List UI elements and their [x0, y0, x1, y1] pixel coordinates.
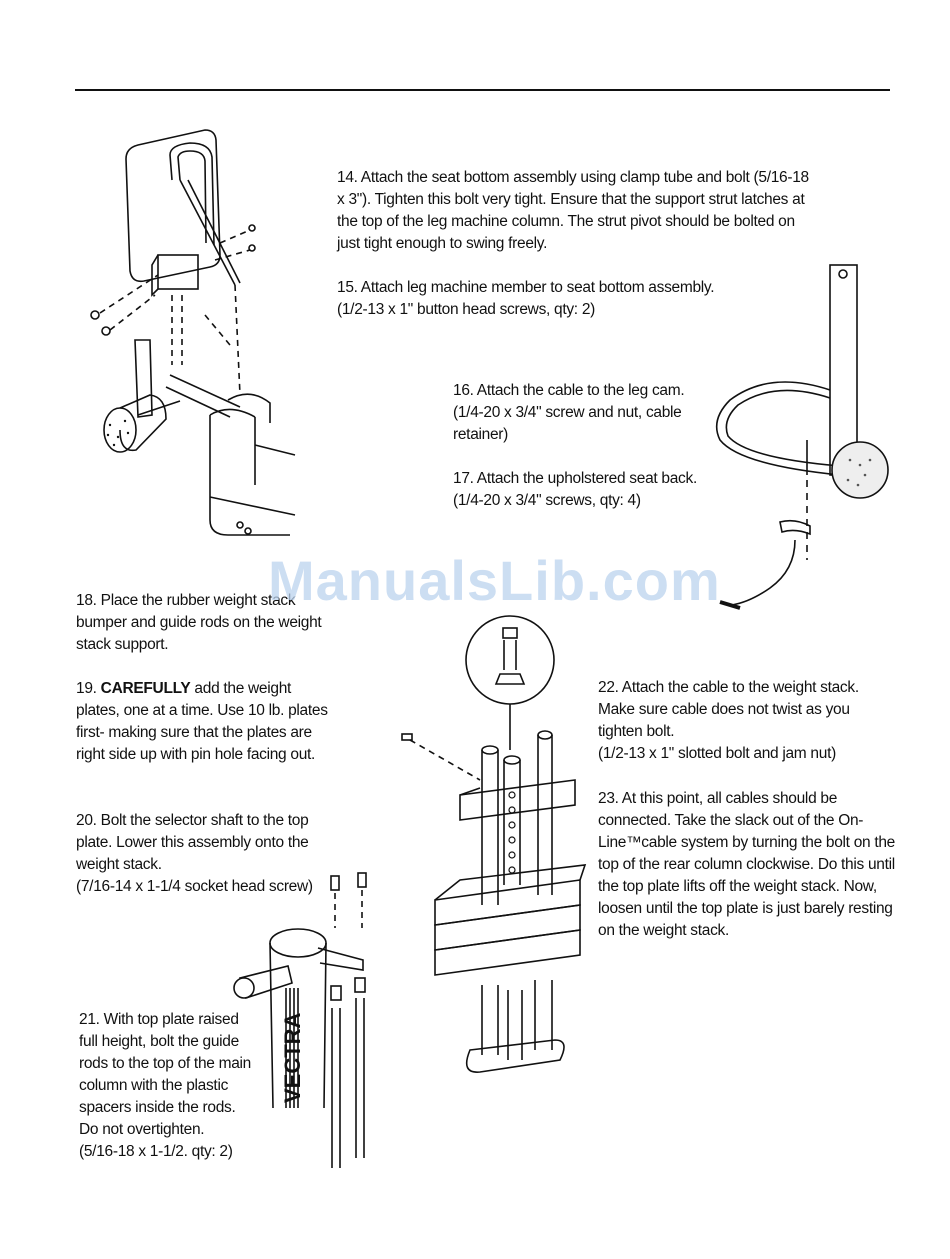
step-20-hardware: (7/16-14 x 1-1/4 socket head screw): [76, 878, 313, 895]
step-15-hardware: (1/2-13 x 1" button head screws, qty: 2): [337, 301, 596, 318]
step-17-text: 17. Attach the upholstered seat back.: [453, 470, 697, 487]
step-20: 20. Bolt the selector shaft to the top p…: [76, 810, 336, 898]
seat-assembly-illustration: [90, 129, 296, 536]
step-18: 18. Place the rubber weight stack bumper…: [76, 590, 336, 656]
step-16: 16. Attach the cable to the leg cam. (1/…: [453, 380, 708, 446]
step-19-rest: add the weight plates, one at a time. Us…: [76, 680, 328, 763]
step-14-text: 14. Attach the seat bottom assembly usin…: [337, 169, 809, 252]
step-17: 17. Attach the upholstered seat back. (1…: [453, 468, 733, 512]
step-22: 22. Attach the cable to the weight stack…: [598, 677, 898, 765]
step-21-text: 21. With top plate raised full height, b…: [79, 1011, 251, 1138]
step-16-text: 16. Attach the cable to the leg cam. (1/…: [453, 382, 685, 443]
watermark: ManualsLib.com: [268, 549, 721, 612]
header-rule: [75, 89, 890, 91]
step-17-hardware: (1/4-20 x 3/4" screws, qty: 4): [453, 492, 641, 509]
step-19-text: 19. CAREFULLY add the weight plates, one…: [76, 678, 336, 766]
guide-rod-illustration: VECTRA: [233, 872, 367, 1168]
step-22-text: 22. Attach the cable to the weight stack…: [598, 679, 859, 740]
step-14: 14. Attach the seat bottom assembly usin…: [337, 167, 812, 255]
step-23-text: 23. At this point, all cables should be …: [598, 790, 895, 939]
step-20-text: 20. Bolt the selector shaft to the top p…: [76, 812, 309, 873]
step-19: 19. CAREFULLY add the weight plates, one…: [76, 678, 336, 766]
step-23: 23. At this point, all cables should be …: [598, 788, 898, 942]
step-21-hardware: (5/16-18 x 1-1/2. qty: 2): [79, 1143, 233, 1160]
step-18-text: 18. Place the rubber weight stack bumper…: [76, 592, 322, 653]
leg-cam-illustration: [715, 264, 889, 610]
step-19-emphasis: CAREFULLY: [100, 680, 191, 697]
step-19-number: 19.: [76, 680, 97, 697]
step-22-hardware: (1/2-13 x 1" slotted bolt and jam nut): [598, 745, 836, 762]
step-15-text: 15. Attach leg machine member to seat bo…: [337, 279, 715, 296]
step-15: 15. Attach leg machine member to seat bo…: [337, 277, 757, 321]
step-21: 21. With top plate raised full height, b…: [79, 1009, 254, 1163]
column-brand-label: VECTRA: [280, 1012, 305, 1103]
weight-stack-illustration: [401, 615, 587, 1073]
